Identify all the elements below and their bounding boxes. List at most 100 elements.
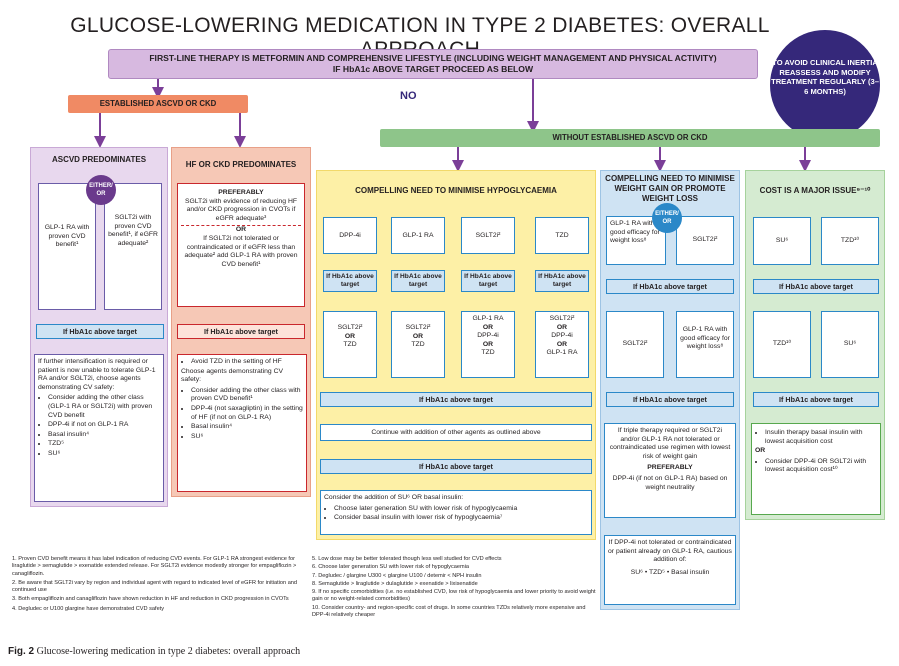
first-line-proceed: IF HbA1c ABOVE TARGET PROCEED AS BELOW xyxy=(332,64,534,74)
footnote: 1. Proven CVD benefit means it has label… xyxy=(12,556,297,577)
hypo-item: Consider basal insulin with lower risk o… xyxy=(334,514,588,523)
hypo-opt: SGLT2i² xyxy=(549,315,575,322)
hypo-second-4: SGLT2i² OR DPP-4i OR GLP-1 RA xyxy=(535,311,589,378)
cost-dpp4: Consider DPP-4i OR SGLT2i with lowest ac… xyxy=(765,458,877,475)
hypo-item: Choose later generation SU with lower ri… xyxy=(334,505,588,514)
hypo-if-above-target: If HbA1c above target xyxy=(320,392,592,407)
ascvd-item: SU⁶ xyxy=(48,450,160,459)
ascvd-item: Basal insulin⁴ xyxy=(48,431,160,440)
cost-title: COST IS A MAJOR ISSUE⁹⁻¹⁰ xyxy=(759,186,871,195)
footnote: 10. Consider country- and region-specifi… xyxy=(312,604,586,619)
hypo-if-above-3: If HbA1c above target xyxy=(461,270,515,292)
either-or-badge: EITHER/ OR xyxy=(652,203,682,233)
cost-first-tzd: TZD¹⁰ xyxy=(821,217,879,265)
hypo-second-1: SGLT2i² OR TZD xyxy=(323,311,377,378)
established-ascvd-bar: ESTABLISHED ASCVD OR CKD xyxy=(68,95,248,113)
hypo-first-sglt2: SGLT2i² xyxy=(461,217,515,254)
hypo-title: COMPELLING NEED TO MINIMISE HYPOGLYCAEMI… xyxy=(355,186,557,195)
ascvd-item: TZD⁵ xyxy=(48,440,160,449)
ascvd-title: ASCVD PREDOMINATES xyxy=(51,155,147,164)
hypo-opt: GLP-1 RA xyxy=(472,315,504,322)
weight-preferably: PREFERABLY xyxy=(647,464,693,472)
ascvd-if-above-target: If HbA1c above target xyxy=(36,324,164,339)
ascvd-glp1-box: GLP-1 RA with proven CVD benefit¹ xyxy=(38,183,96,310)
hf-title: HF OR CKD PREDOMINATES xyxy=(185,160,297,169)
hypo-opt: TZD xyxy=(481,349,495,357)
figure-label: Fig. 2 xyxy=(8,646,35,657)
footnote: 3. Both empagliflozin and canagliflozin … xyxy=(12,596,289,603)
hf-choose-box: Avoid TZD in the setting of HF Choose ag… xyxy=(177,354,307,492)
hypo-second-2: SGLT2i² OR TZD xyxy=(391,311,445,378)
hypo-opt: DPP-4i xyxy=(477,332,499,340)
weight-options: SU⁶ • TZD⁵ • Basal insulin xyxy=(630,568,710,576)
weight-title: COMPELLING NEED TO MINIMISE WEIGHT GAIN … xyxy=(605,174,735,203)
hypo-opt: SGLT2i² xyxy=(405,324,431,331)
hf-avoid: Avoid TZD in the setting of HF xyxy=(191,358,303,367)
hypo-second-3: GLP-1 RA OR DPP-4i OR TZD xyxy=(461,311,515,378)
ascvd-further-box: If further intensification is required o… xyxy=(34,354,164,502)
weight-dpp4: DPP-4i (if not on GLP-1 RA) based on wei… xyxy=(612,474,728,491)
footnote: 5. Low dose may be better tolerated thou… xyxy=(312,556,502,562)
footnote: 7. Degludec / glargine U300 < glargine U… xyxy=(312,572,482,579)
ascvd-item: DPP-4i if not on GLP-1 RA xyxy=(48,421,160,430)
hypo-or: OR xyxy=(482,340,494,348)
hypo-or: OR xyxy=(556,323,568,331)
ascvd-sglt2-box: SGLT2i with proven CVD benefit¹, if eGFR… xyxy=(104,183,162,310)
hypo-opt: DPP-4i xyxy=(551,332,573,340)
footnote: 6. Choose later generation SU with lower… xyxy=(312,564,470,571)
either-or-badge: EITHER/ OR xyxy=(86,175,116,205)
ascvd-item: Consider adding the other class (GLP-1 R… xyxy=(48,394,160,420)
hypo-if-above-2: If HbA1c above target xyxy=(391,270,445,292)
cost-second-tzd: TZD¹⁰ xyxy=(753,311,811,378)
weight-second-glp1: GLP-1 RA with good efficacy for weight l… xyxy=(676,311,734,378)
hypo-or: OR xyxy=(556,340,568,348)
footnote: 2. Be aware that SGLT2i vary by region a… xyxy=(12,579,298,594)
weight-if-above-1: If HbA1c above target xyxy=(606,279,734,294)
hf-item: DPP-4i (not saxagliptin) in the setting … xyxy=(191,405,303,422)
no-label: NO xyxy=(400,90,417,102)
hf-alt-text: If SGLT2i not tolerated or contraindicat… xyxy=(184,234,298,268)
hf-pref-text: SGLT2i with evidence of reducing HF and/… xyxy=(184,197,298,222)
hf-item: SU⁶ xyxy=(191,433,303,442)
cost-or: OR xyxy=(755,447,766,455)
weight-sglt2-box: SGLT2i² xyxy=(676,216,734,265)
footnotes-right: 5. Low dose may be better tolerated thou… xyxy=(312,556,597,619)
weight-second-sglt2: SGLT2i² xyxy=(606,311,664,378)
figure-caption: Fig. 2 Glucose-lowering medication in ty… xyxy=(8,646,300,657)
ascvd-further-text: If further intensification is required o… xyxy=(38,358,156,391)
footnotes-left: 1. Proven CVD benefit means it has label… xyxy=(12,556,302,613)
figure-caption-text: Glucose-lowering medication in type 2 di… xyxy=(36,646,301,657)
hypo-first-dpp4: DPP-4i xyxy=(323,217,377,254)
hypo-first-tzd: TZD xyxy=(535,217,589,254)
hypo-opt: TZD xyxy=(411,341,425,349)
hypo-if-above-4: If HbA1c above target xyxy=(535,270,589,292)
hypo-opt: GLP-1 RA xyxy=(546,349,578,357)
weight-if-above-2: If HbA1c above target xyxy=(606,392,734,407)
hypo-if-above-1: If HbA1c above target xyxy=(323,270,377,292)
hypo-if-above-target-2: If HbA1c above target xyxy=(320,459,592,474)
hypo-opt: SGLT2i² xyxy=(337,324,363,331)
hf-item: Consider adding the other class with pro… xyxy=(191,387,303,404)
hf-item: Basal insulin⁴ xyxy=(191,423,303,432)
hypo-or: OR xyxy=(344,332,356,340)
first-line-text: FIRST-LINE THERAPY IS METFORMIN AND COMP… xyxy=(149,53,717,63)
hypo-opt: TZD xyxy=(343,341,357,349)
weight-dpp4-not: If DPP-4i not tolerated or contraindicat… xyxy=(608,539,732,564)
hypo-first-glp1: GLP-1 RA xyxy=(391,217,445,254)
weight-glp1-box: GLP-1 RA with good efficacy for weight l… xyxy=(606,216,666,265)
hf-preferably-label: PREFERABLY xyxy=(218,189,264,196)
cost-second-su: SU⁶ xyxy=(821,311,879,378)
weight-triple-box: If triple therapy required or SGLT2i and… xyxy=(604,423,736,518)
cost-if-above-1: If HbA1c above target xyxy=(753,279,879,294)
hf-or: OR xyxy=(181,225,301,235)
cost-first-su: SU⁶ xyxy=(753,217,811,265)
without-ascvd-bar: WITHOUT ESTABLISHED ASCVD OR CKD xyxy=(380,129,880,147)
hypo-or: OR xyxy=(412,332,424,340)
hypo-or: OR xyxy=(482,323,494,331)
footnote: 9. If no specific comorbidities (i.e. no… xyxy=(312,589,596,603)
hypo-consider-box: Consider the addition of SU⁶ OR basal in… xyxy=(320,490,592,535)
hf-if-above-target: If HbA1c above target xyxy=(177,324,305,339)
hypo-continue: Continue with addition of other agents a… xyxy=(320,424,592,441)
weight-dpp4-not-box: If DPP-4i not tolerated or contraindicat… xyxy=(604,535,736,605)
cost-insulin: Insulin therapy basal insulin with lowes… xyxy=(765,429,877,446)
